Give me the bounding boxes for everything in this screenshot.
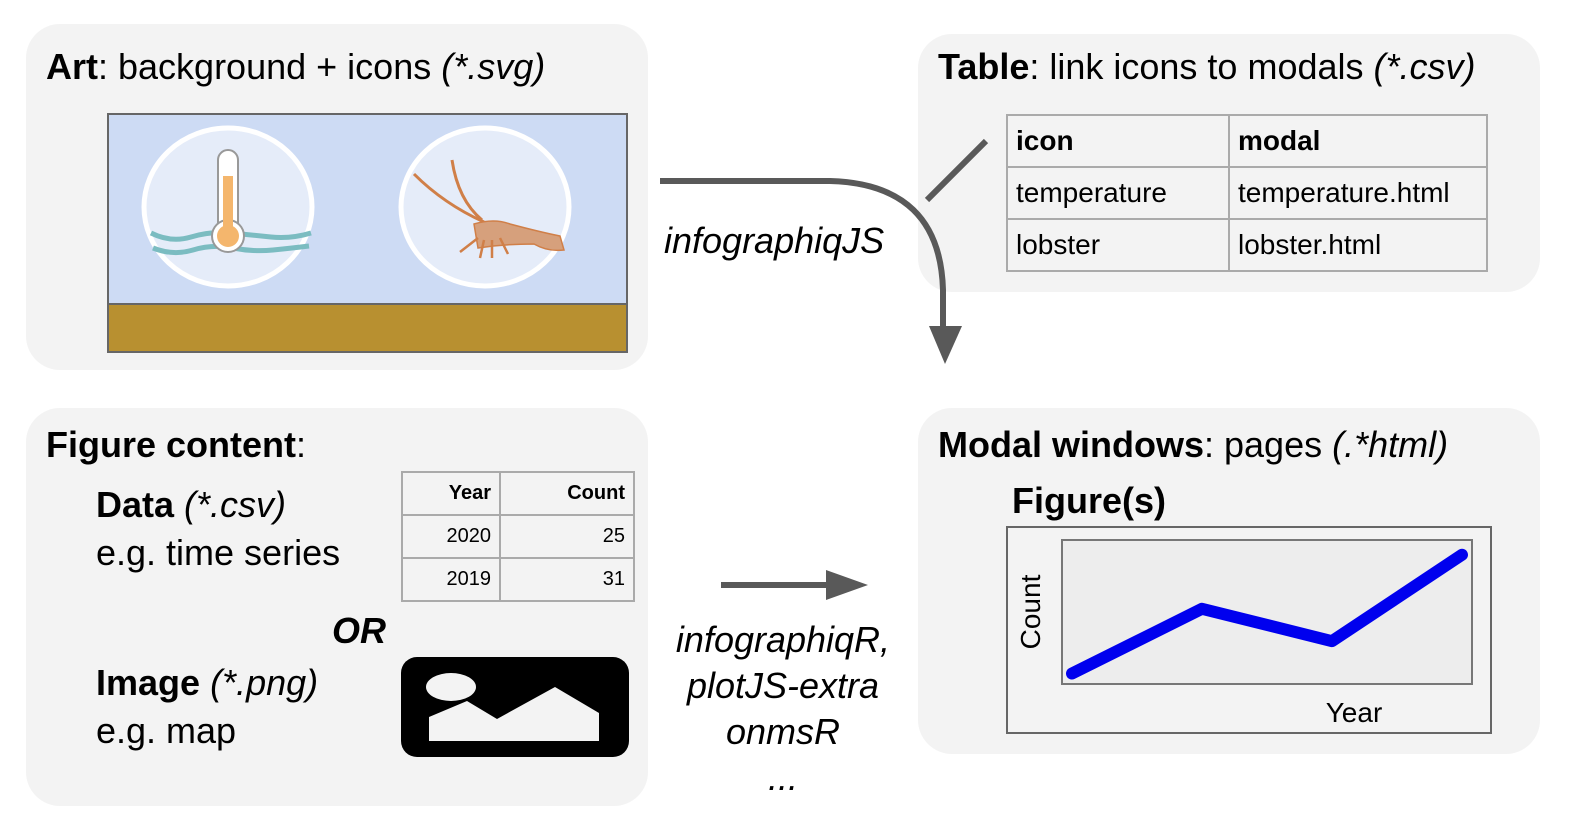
image-label-ext: (*.png): [210, 662, 319, 703]
icon-modal-link-table: icon modal temperature temperature.html …: [1006, 114, 1488, 272]
image-label-bold: Image: [96, 662, 201, 703]
table-panel-title: Table: link icons to modals (*.csv): [938, 46, 1476, 88]
cell-count: 31: [499, 557, 635, 602]
header-count: Count: [499, 471, 635, 516]
art-scene: [107, 113, 628, 353]
table-panel: Table: link icons to modals (*.csv) icon…: [918, 34, 1540, 292]
cell-icon: lobster: [1006, 218, 1230, 272]
figure-content-panel: Figure content: Data (*.csv) e.g. time s…: [26, 408, 648, 806]
header-year: Year: [401, 471, 501, 516]
figure-heading: Figure(s): [1012, 480, 1167, 521]
table-title-ext: (*.csv): [1373, 46, 1476, 87]
figure-title-bold: Figure content: [46, 424, 296, 465]
plot-area: [1061, 539, 1473, 685]
table-title-rest: : link icons to modals: [1029, 46, 1374, 87]
tooling-labels: infographiqR, plotJS-extra onmsR ...: [660, 617, 906, 801]
image-label: Image (*.png): [96, 662, 318, 704]
series-line-count: [1066, 548, 1468, 680]
or-label: OR: [332, 610, 386, 651]
data-label-ext: (*.csv): [184, 484, 287, 525]
data-table-header-row: Year Count: [401, 471, 635, 516]
sample-data-table: Year Count 2020 25 2019 31: [401, 471, 635, 602]
header-icon: icon: [1006, 114, 1230, 168]
table-header-row: icon modal: [1006, 114, 1488, 168]
y-axis-label: Count: [1015, 574, 1046, 649]
data-table-row: 2020 25: [401, 514, 635, 559]
data-example: e.g. time series: [96, 532, 341, 573]
modal-title-ext: (.*html): [1332, 424, 1449, 465]
art-title-bold: Art: [46, 46, 98, 87]
modal-title-rest: : pages: [1204, 424, 1333, 465]
table-row: temperature temperature.html: [1006, 166, 1488, 220]
series-layer: [1066, 548, 1468, 680]
art-panel-title: Art: background + icons (*.svg): [46, 46, 545, 88]
image-placeholder-icon: [401, 657, 629, 757]
infographiqr-arrowhead: [826, 570, 868, 600]
figure-title-rest: :: [296, 424, 307, 465]
line-chart: Count Year: [1006, 526, 1492, 734]
lobster-icon[interactable]: [398, 125, 572, 289]
x-axis-label: Year: [1326, 697, 1383, 728]
cell-modal: lobster.html: [1228, 218, 1488, 272]
modal-panel-title: Modal windows: pages (.*html): [938, 424, 1448, 466]
sediment-background: [107, 303, 628, 353]
cell-year: 2020: [401, 514, 501, 559]
infographiqjs-arrowhead: [929, 326, 962, 364]
art-title-ext: (*.svg): [441, 46, 546, 87]
infographiqjs-label: infographiqJS: [664, 220, 885, 261]
cell-year: 2019: [401, 557, 501, 602]
image-example: e.g. map: [96, 710, 237, 751]
modal-windows-panel: Modal windows: pages (.*html) Figure(s) …: [918, 408, 1540, 754]
thermometer-waves-icon[interactable]: [141, 125, 315, 289]
tool-label-infographiqr: infographiqR,: [675, 619, 891, 660]
tool-label-plotjs-extra: plotJS-extra: [686, 665, 880, 706]
tool-label-onmsr: onmsR: [725, 711, 841, 752]
table-row: lobster lobster.html: [1006, 218, 1488, 272]
art-title-rest: : background + icons: [98, 46, 442, 87]
figure-panel-title: Figure content:: [46, 424, 306, 466]
data-table-row: 2019 31: [401, 557, 635, 602]
cell-modal: temperature.html: [1228, 166, 1488, 220]
table-title-bold: Table: [938, 46, 1030, 87]
art-panel: Art: background + icons (*.svg): [26, 24, 648, 370]
header-modal: modal: [1228, 114, 1488, 168]
modal-title-bold: Modal windows: [938, 424, 1204, 465]
data-label: Data (*.csv): [96, 484, 286, 526]
cell-count: 25: [499, 514, 635, 559]
data-label-bold: Data: [96, 484, 175, 525]
tool-label-ellipsis: ...: [767, 757, 798, 798]
cell-icon: temperature: [1006, 166, 1230, 220]
